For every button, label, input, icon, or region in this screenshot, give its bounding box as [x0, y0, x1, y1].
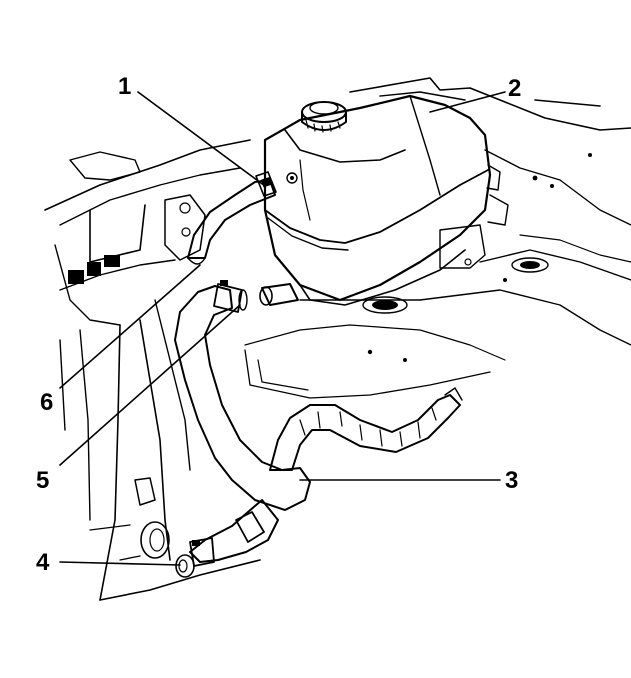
upper-hose	[187, 171, 298, 265]
leader-line-1	[137, 91, 266, 187]
leader-line-6	[59, 264, 201, 389]
leader-lines	[59, 91, 601, 566]
leader-line-2b	[534, 99, 601, 107]
callout-labels: 1 2 3 4 5 6	[36, 73, 521, 576]
callout-1: 1	[118, 73, 131, 100]
callout-4: 4	[36, 549, 50, 576]
leader-line-2	[429, 91, 506, 113]
callout-5: 5	[36, 467, 49, 494]
callout-3: 3	[505, 467, 518, 494]
leader-line-5	[59, 304, 241, 466]
coolant-reservoir	[263, 94, 509, 306]
callout-2: 2	[508, 75, 521, 102]
wire-harness	[269, 387, 463, 471]
engine-compartment-body	[44, 77, 631, 601]
callout-6: 6	[40, 389, 53, 416]
leader-line-4	[59, 561, 181, 566]
lower-hose	[174, 280, 311, 578]
